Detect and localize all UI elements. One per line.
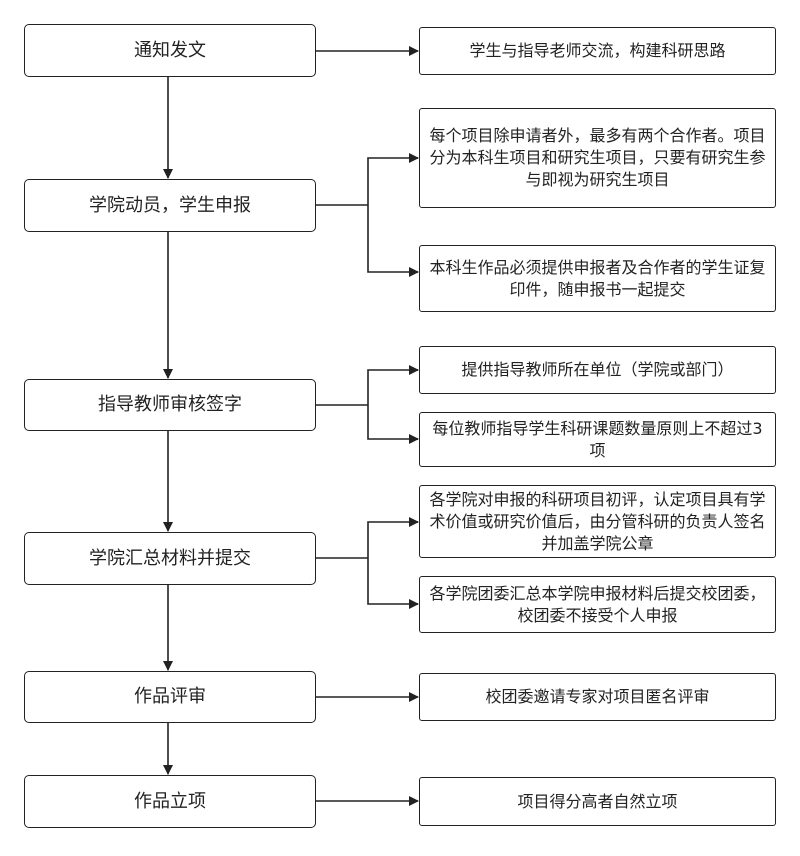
- note-expert-review: 校团委邀请专家对项目匿名评审: [419, 673, 776, 721]
- note-league-submit: 各学院团委汇总本学院申报材料后提交校团委，校团委不接受个人申报: [419, 576, 776, 633]
- step-evaluation: 作品评审: [24, 671, 316, 723]
- step-college-submit: 学院汇总材料并提交: [24, 532, 316, 585]
- note-communicate: 学生与指导老师交流，构建科研思路: [419, 27, 776, 75]
- note-high-score: 项目得分高者自然立项: [419, 777, 776, 826]
- step-mobilize-apply: 学院动员，学生申报: [24, 179, 316, 232]
- note-student-id: 本科生作品必须提供申报者及合作者的学生证复印件，随申报书一起提交: [419, 245, 776, 312]
- note-collaborators: 每个项目除申请者外，最多有两个合作者。项目分为本科生项目和研究生项目，只要有研究…: [419, 108, 776, 208]
- branch-connector-2: [316, 157, 418, 273]
- note-advisor-unit: 提供指导教师所在单位（学院或部门）: [419, 346, 776, 394]
- note-project-limit: 每位教师指导学生科研课题数量原则上不超过3项: [419, 412, 776, 467]
- step-advisor-review: 指导教师审核签字: [24, 379, 316, 431]
- note-preliminary-review: 各学院对申报的科研项目初评，认定项目具有学术价值或研究价值后，由分管科研的负责人…: [419, 485, 776, 558]
- branch-connector-3: [316, 369, 418, 440]
- step-notice: 通知发文: [24, 24, 316, 77]
- step-approval: 作品立项: [24, 775, 316, 828]
- branch-connector-4: [316, 521, 418, 605]
